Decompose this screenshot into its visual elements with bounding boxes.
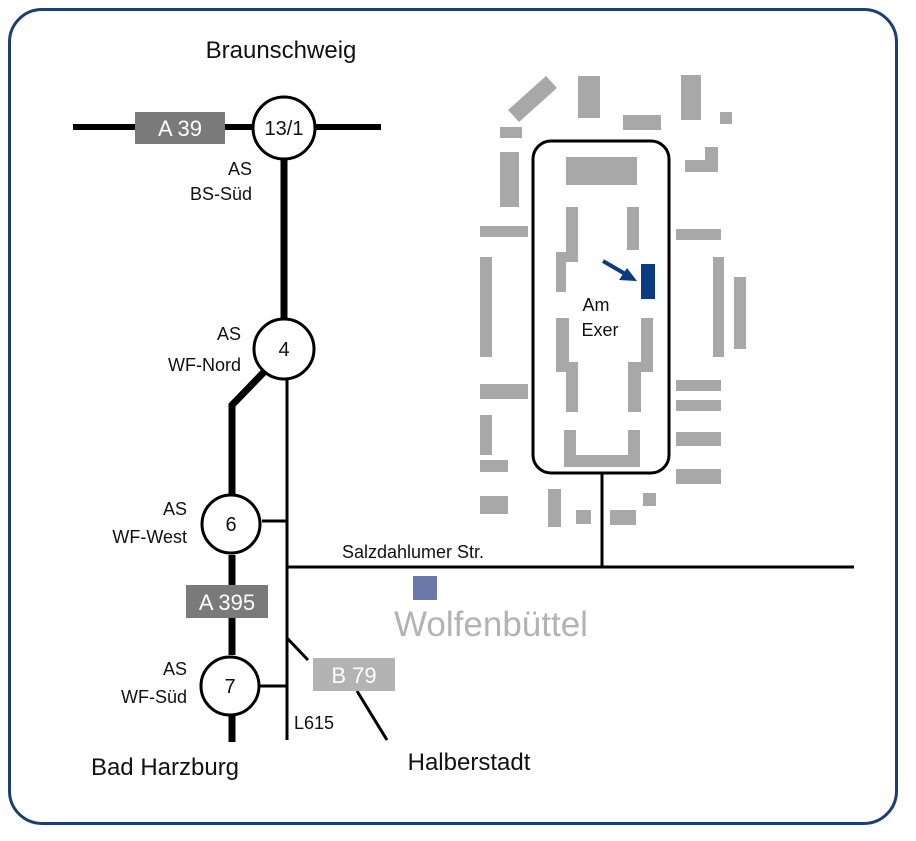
arrow-icon xyxy=(601,259,637,281)
junction-7: 7 xyxy=(199,655,261,717)
a395-label: A 395 xyxy=(199,590,255,615)
l615-label: L615 xyxy=(294,713,334,733)
junction-4: 4 xyxy=(252,317,316,381)
town-marker xyxy=(413,576,437,600)
city-bad-harzburg: Bad Harzburg xyxy=(91,754,239,781)
svg-text:BS-Süd: BS-Süd xyxy=(190,184,252,204)
b79-shield: B 79 xyxy=(313,658,395,691)
local-road xyxy=(260,380,854,741)
junction-6: 6 xyxy=(200,493,262,555)
svg-text:AS: AS xyxy=(163,659,187,679)
campus-inner-buildings xyxy=(556,157,653,467)
svg-text:WF-West: WF-West xyxy=(112,527,187,547)
junction-label-wf-nord: AS WF-Nord xyxy=(168,324,241,375)
junction-number: 4 xyxy=(278,339,289,361)
campus-outline xyxy=(531,139,671,475)
svg-text:WF-Süd: WF-Süd xyxy=(121,687,187,707)
junction-number: 13/1 xyxy=(265,118,304,140)
a39-label: A 39 xyxy=(158,116,202,141)
svg-text:WF-Nord: WF-Nord xyxy=(168,355,241,375)
svg-text:AS: AS xyxy=(217,324,241,344)
street-label: Salzdahlumer Str. xyxy=(342,542,484,562)
campus-label-line1: Am xyxy=(583,295,610,315)
junction-label-wf-sued: AS WF-Süd xyxy=(121,659,187,707)
city-halberstadt: Halberstadt xyxy=(408,749,531,776)
junction-13-1: 13/1 xyxy=(251,95,317,161)
campus-buildings xyxy=(480,75,746,527)
target-building xyxy=(641,264,655,299)
a395-road xyxy=(228,159,288,742)
svg-text:AS: AS xyxy=(228,159,252,179)
town-name: Wolfenbüttel xyxy=(394,605,588,644)
a39-shield: A 39 xyxy=(135,112,225,144)
junction-number: 6 xyxy=(225,514,236,536)
svg-text:AS: AS xyxy=(163,499,187,519)
junction-label-wf-west: AS WF-West xyxy=(112,499,187,547)
map-frame xyxy=(8,8,898,825)
b79-label: B 79 xyxy=(331,663,376,688)
campus-label-line2: Exer xyxy=(581,320,618,340)
city-braunschweig: Braunschweig xyxy=(206,37,357,64)
junction-number: 7 xyxy=(224,676,235,698)
junction-label-bs-sued: AS BS-Süd xyxy=(190,159,252,204)
a395-shield: A 395 xyxy=(186,585,268,618)
